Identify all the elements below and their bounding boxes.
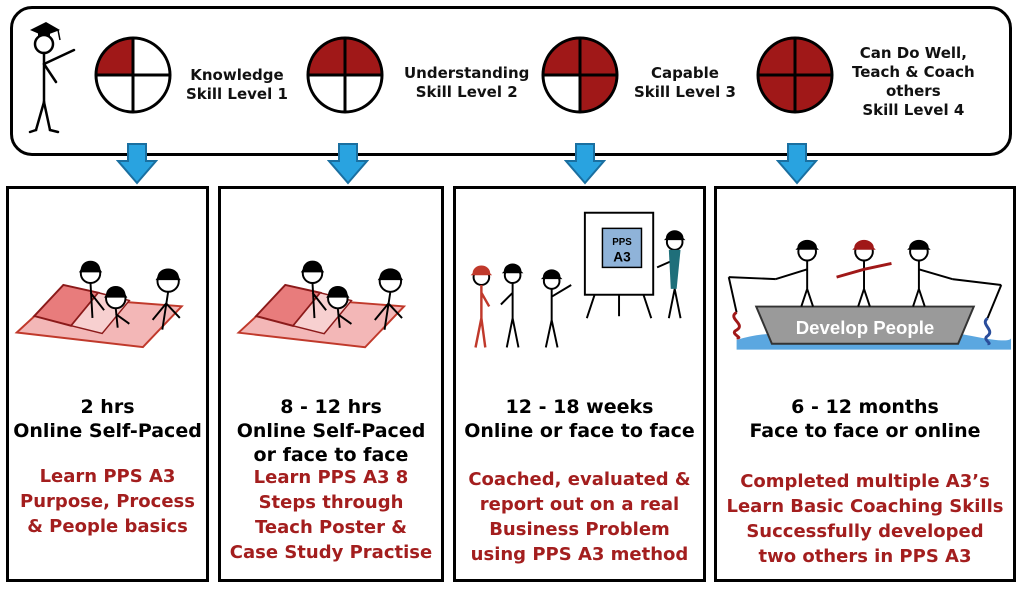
stage-2-description: Learn PPS A3 8 Steps through Teach Poste… bbox=[229, 467, 433, 563]
develop-people-boat-illustration: Develop People bbox=[727, 239, 1012, 350]
skill-levels-panel bbox=[10, 6, 1012, 156]
skill-level-2-half-circle-icon bbox=[306, 36, 384, 114]
down-arrow-icon bbox=[564, 143, 606, 185]
skill-level-4-label: Can Do Well, Teach & Coach others Skill … bbox=[852, 44, 975, 119]
stage-3-description: Coached, evaluated & report out on a rea… bbox=[468, 469, 691, 565]
skill-level-2-label: Understanding Skill Level 2 bbox=[404, 64, 530, 101]
stage-4-card: Develop People 6 - 12 months Face to fac… bbox=[714, 186, 1016, 582]
stage-2-duration: 8 - 12 hrs Online Self-Paced or face to … bbox=[236, 396, 426, 466]
poster-text-top: PPS bbox=[612, 237, 632, 248]
stage-4-duration: 6 - 12 months Face to face or online bbox=[749, 396, 981, 442]
stage-1-duration: 2 hrs Online Self-Paced bbox=[13, 396, 202, 442]
stage-3-card: PPS A3 12 - 18 weeks Online or face to f… bbox=[453, 186, 706, 582]
online-learning-illustration bbox=[236, 260, 407, 349]
stage-2-card: 8 - 12 hrs Online Self-Paced or face to … bbox=[218, 186, 444, 582]
stage-3-duration: 12 - 18 weeks Online or face to face bbox=[464, 396, 695, 442]
poster-text-bottom: A3 bbox=[613, 250, 631, 265]
skill-level-4-full-circle-icon bbox=[756, 36, 834, 114]
stage-1-description: Learn PPS A3 Purpose, Process & People b… bbox=[20, 466, 195, 537]
skill-level-1-label: Knowledge Skill Level 1 bbox=[186, 66, 288, 103]
coaching-presentation-illustration: PPS A3 bbox=[470, 211, 686, 348]
skill-level-1-quarter-circle-icon bbox=[94, 36, 172, 114]
graduate-figure-icon bbox=[28, 22, 76, 134]
boat-label: Develop People bbox=[796, 317, 935, 338]
stage-4-description: Completed multiple A3’s Learn Basic Coac… bbox=[726, 471, 1004, 567]
skill-level-3-three-quarter-circle-icon bbox=[541, 36, 619, 114]
stage-1-card: 2 hrs Online Self-Paced Learn PPS A3 Pur… bbox=[6, 186, 209, 582]
down-arrow-icon bbox=[116, 143, 158, 185]
online-learning-illustration bbox=[14, 260, 184, 349]
down-arrow-icon bbox=[327, 143, 369, 185]
down-arrow-icon bbox=[776, 143, 818, 185]
skill-level-3-label: Capable Skill Level 3 bbox=[634, 64, 736, 101]
